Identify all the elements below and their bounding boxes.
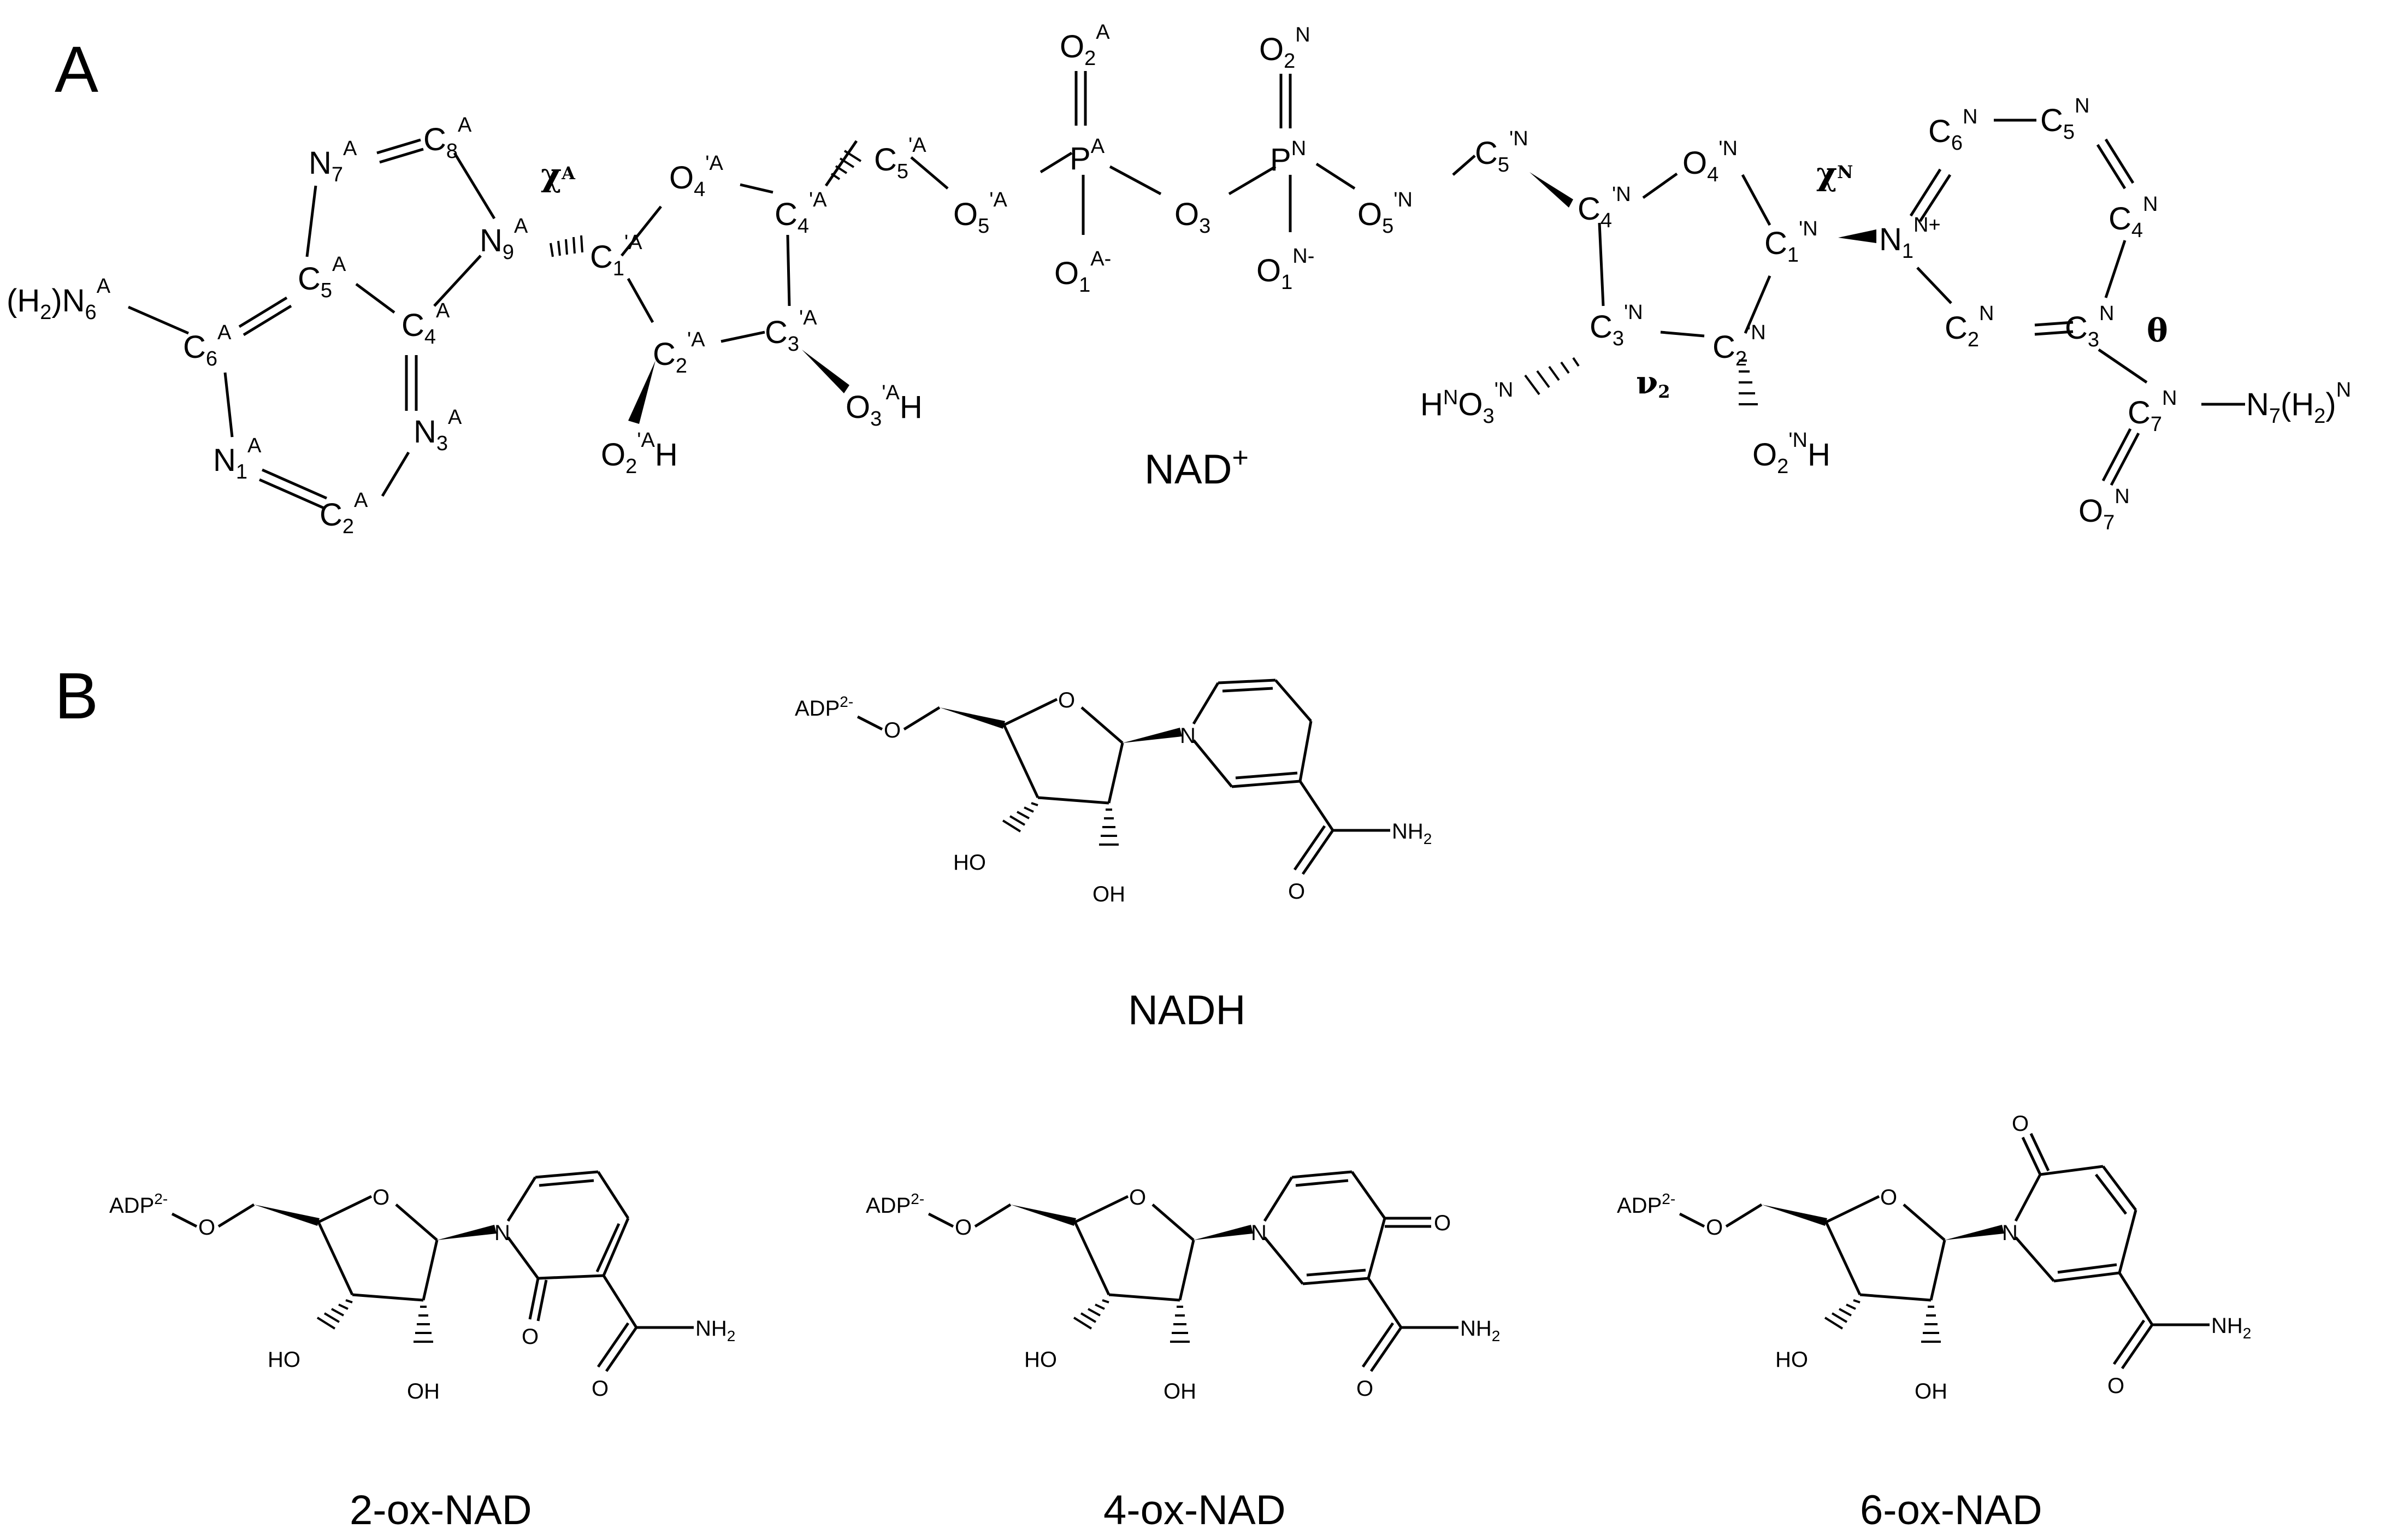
- atom-n1n: N1N+: [1879, 214, 1941, 263]
- atom-c6a: C6A: [183, 321, 232, 370]
- oh-label: OH: [1164, 1379, 1196, 1403]
- atom-pn: PN: [1270, 137, 1306, 178]
- atom-c1pa: C1'A: [590, 231, 642, 280]
- nh2-label: NH2: [695, 1317, 735, 1344]
- atom-c5n: C5N: [2040, 95, 2089, 144]
- torsion-labels: χA χN ν2 θ: [541, 155, 2168, 402]
- atom-c1pn: C1'N: [1764, 217, 1818, 267]
- atom-o5pn: O5'N: [1357, 188, 1413, 238]
- n1-label: N: [2002, 1221, 2018, 1245]
- ring-o-label: O: [1058, 688, 1075, 712]
- ho-label: HO: [953, 851, 986, 875]
- atom-n3a: N3A: [414, 406, 462, 455]
- nadh-structure: ADP2- O O HO OH N O NH2: [795, 678, 1432, 906]
- atom-o7n: O7N: [2078, 485, 2130, 534]
- atom-c4a: C4A: [401, 299, 450, 349]
- atom-o5pa: O5'A: [953, 188, 1008, 238]
- atom-c5pa: C5'A: [874, 134, 926, 183]
- atom-c7n: C7N: [2128, 387, 2177, 436]
- atom-o3pn: HNO3'N: [1420, 379, 1513, 428]
- n1-label: N: [494, 1221, 510, 1245]
- atom-n9a: N9A: [480, 215, 528, 264]
- atom-c5pn: C5'N: [1475, 127, 1528, 176]
- atom-n7n: N7(H2)N: [2246, 379, 2351, 428]
- ox2-nad-structure: ADP2- O O HO OH N O O NH2: [109, 1170, 735, 1403]
- ho-label: HO: [1024, 1348, 1057, 1372]
- ox6-nad-structure: ADP2- O O HO OH N O O NH2: [1617, 1112, 2251, 1403]
- theta-label: θ: [2147, 312, 2168, 349]
- ring-o-label: O: [1880, 1185, 1897, 1209]
- nh2-label: NH2: [1392, 819, 1432, 847]
- adp-label: ADP2-: [109, 1190, 168, 1218]
- oh-label: OH: [407, 1379, 440, 1403]
- o5-label: O: [884, 718, 901, 742]
- nad-plus-atom-labels: (H2)N6A C6A N1A C2A N3A C4A C5A N7A C8A …: [7, 21, 2351, 538]
- caption-4-ox-nad: 4-ox-NAD: [1103, 1487, 1286, 1533]
- c6-oxo-label: O: [2012, 1112, 2029, 1136]
- atom-o2pn: O2'NH: [1752, 429, 1830, 478]
- o5-label: O: [955, 1216, 972, 1240]
- n1-label: N: [1251, 1221, 1267, 1245]
- ring-o-label: O: [373, 1185, 389, 1209]
- oh-label: OH: [1092, 882, 1125, 906]
- atom-n7a: N7A: [309, 137, 357, 186]
- atom-n6a: (H2)N6A: [7, 275, 111, 324]
- adp-label: ADP2-: [866, 1190, 924, 1218]
- atom-c4n: C4N: [2109, 193, 2158, 242]
- amide-o-label: O: [2107, 1374, 2124, 1398]
- o5-label: O: [198, 1216, 215, 1240]
- caption-nadh: NADH: [1128, 987, 1245, 1034]
- atom-c3pa: C3'A: [765, 306, 817, 356]
- atom-o4pa: O4'A: [669, 152, 724, 201]
- atom-n1a: N1A: [213, 434, 262, 483]
- nad-plus-bonds: [128, 71, 2245, 510]
- atom-c3n: C3N: [2065, 302, 2114, 351]
- nad-plus-stereo-bonds: [550, 150, 1876, 424]
- atom-o3pa: O3'AH: [846, 381, 923, 430]
- atom-o2n: O2N: [1259, 23, 1310, 73]
- atom-o2a: O2A: [1060, 21, 1110, 70]
- n1-label: N: [1180, 724, 1196, 748]
- chi-a-label: χA: [541, 156, 576, 193]
- atom-c5a: C5A: [298, 253, 346, 302]
- ho-label: HO: [268, 1348, 300, 1372]
- atom-c2pa: C2'A: [653, 328, 705, 377]
- ho-label: HO: [1775, 1348, 1808, 1372]
- atom-c8a: C8A: [423, 114, 472, 163]
- c2-oxo-label: O: [522, 1325, 539, 1349]
- atom-o1n: O1N-: [1256, 245, 1314, 294]
- panel-label-b: B: [55, 659, 98, 733]
- atom-pa: PA: [1070, 135, 1105, 176]
- oh-label: OH: [1915, 1379, 1947, 1403]
- adp-label: ADP2-: [795, 693, 853, 721]
- caption-nad-plus: NAD+: [1144, 442, 1249, 493]
- atom-c6n: C6N: [1928, 105, 1977, 155]
- atom-c2pn: C2'N: [1712, 321, 1766, 370]
- atom-c3pn: C3'N: [1590, 301, 1643, 350]
- ring-o-label: O: [1129, 1185, 1146, 1209]
- amide-o-label: O: [1356, 1377, 1373, 1401]
- nh2-label: NH2: [2211, 1314, 2251, 1342]
- atom-c4pa: C4'A: [775, 188, 827, 238]
- atom-o4pn: O4'N: [1682, 137, 1738, 186]
- caption-6-ox-nad: 6-ox-NAD: [1860, 1487, 2042, 1533]
- amide-o-label: O: [1288, 880, 1305, 904]
- atom-c2n: C2N: [1945, 302, 1994, 351]
- o5-label: O: [1706, 1216, 1723, 1240]
- c4-oxo-label: O: [1434, 1211, 1451, 1235]
- nh2-label: NH2: [1460, 1317, 1500, 1344]
- atom-c2a: C2A: [320, 489, 368, 538]
- panel-label-a: A: [55, 33, 98, 106]
- atom-o1a: O1A-: [1054, 247, 1111, 297]
- atom-o3: O3: [1174, 197, 1210, 238]
- adp-label: ADP2-: [1617, 1190, 1675, 1218]
- ox4-nad-structure: ADP2- O O HO OH N O O NH2: [866, 1170, 1500, 1403]
- atom-o2pa: O2'AH: [601, 429, 678, 478]
- amide-o-label: O: [592, 1377, 609, 1401]
- caption-2-ox-nad: 2-ox-NAD: [350, 1487, 532, 1533]
- chi-n-label: χN: [1816, 155, 1853, 192]
- nu2-label: ν2: [1636, 364, 1670, 402]
- atom-c4pn: C4'N: [1578, 183, 1631, 232]
